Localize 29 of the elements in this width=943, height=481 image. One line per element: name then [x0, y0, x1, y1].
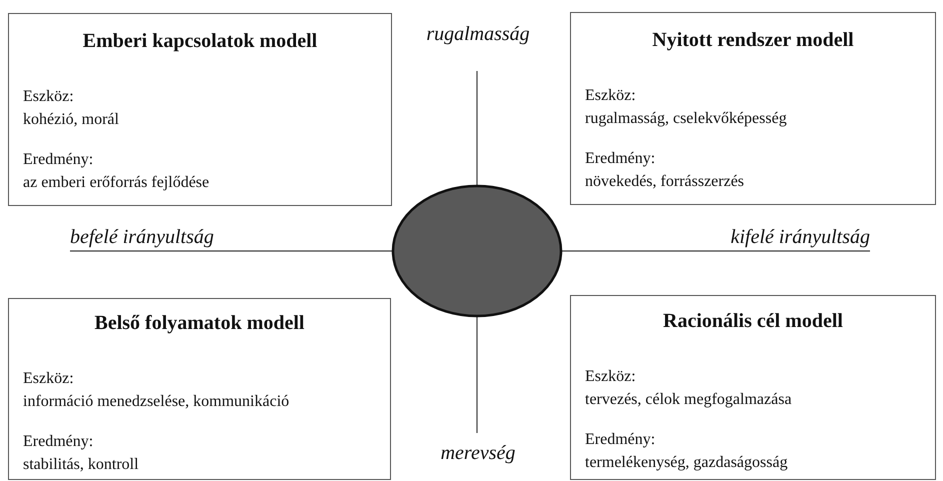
field-text: tervezés, célok megfogalmazása: [585, 390, 793, 410]
axis-label: rugalmasság: [426, 22, 530, 46]
field-heading: Eredmény:: [585, 430, 656, 450]
field-text: stabilitás, kontroll: [23, 455, 140, 475]
field-text: az emberi erőforrás fejlődése: [23, 173, 210, 193]
model-title: Belső folyamatok modell: [94, 311, 306, 335]
model-box: [570, 12, 936, 205]
field-heading: Eredmény:: [23, 432, 94, 452]
axis-label: merevség: [440, 441, 516, 465]
axis-label: kifelé irányultság: [730, 225, 870, 249]
field-text: termelékenység, gazdaságosság: [585, 453, 789, 473]
model-title: Racionális cél modell: [662, 309, 844, 333]
model-box: [8, 298, 391, 480]
model-title: Nyitott rendszer modell: [651, 28, 855, 52]
model-title: Emberi kapcsolatok modell: [82, 29, 318, 53]
field-text: kohézió, morál: [23, 110, 120, 130]
field-heading: Eszköz:: [585, 86, 637, 106]
axis-label: befelé irányultság: [70, 225, 214, 249]
model-box: [8, 13, 392, 206]
field-text: növekedés, forrásszerzés: [585, 172, 746, 192]
field-heading: Eszköz:: [585, 367, 637, 387]
field-text: információ menedzselése, kommunikáció: [23, 392, 290, 412]
field-text: rugalmasság, cselekvőképesség: [585, 109, 788, 129]
field-heading: Eredmény:: [23, 150, 94, 170]
field-heading: Eszköz:: [23, 87, 75, 107]
field-heading: Eszköz:: [23, 369, 75, 389]
field-heading: Eredmény:: [585, 149, 656, 169]
center-ellipse: [392, 184, 562, 318]
model-box: [570, 295, 936, 480]
